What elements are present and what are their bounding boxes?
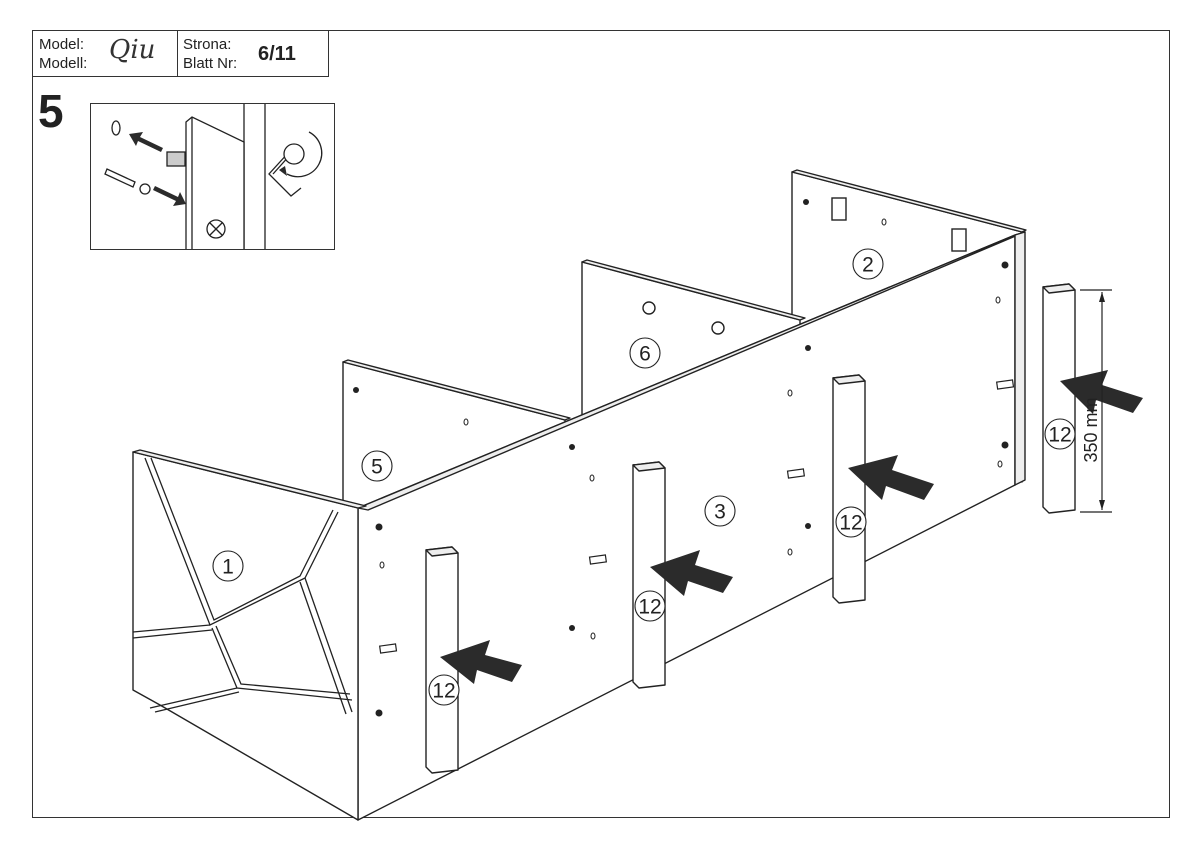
arrow-leg-a	[440, 640, 522, 684]
page-label-de: Blatt Nr:	[183, 55, 238, 72]
panel-1	[132, 451, 359, 821]
inset-drawing	[104, 104, 323, 249]
arrow-leg-b	[650, 550, 733, 596]
part-label-12: 12	[839, 512, 862, 535]
model-label-pl: Model:	[39, 36, 85, 53]
leg-12-c	[832, 374, 866, 604]
page-label-pl: Strona:	[183, 36, 232, 53]
part-label-12: 12	[638, 596, 661, 619]
part-label-5: 5	[371, 456, 383, 479]
header-table: Model: Modell: Qiu Strona: Blatt Nr: 6/1…	[32, 30, 329, 77]
dimension-label: 350 mm	[1081, 397, 1101, 462]
model-label-de: Modell:	[39, 55, 88, 72]
part-label-12: 12	[1048, 424, 1071, 447]
page-cell: Strona: Blatt Nr: 6/11	[178, 31, 328, 76]
part-label-6: 6	[639, 343, 651, 366]
part-label-1: 1	[222, 556, 234, 579]
page-frame	[32, 30, 1170, 818]
part-label-2: 2	[862, 254, 874, 277]
model-logo: Qiu	[109, 35, 156, 65]
page-number: 6/11	[258, 43, 296, 65]
part-label-12: 12	[432, 680, 455, 703]
step-number: 5	[38, 85, 64, 137]
part-label-3: 3	[714, 501, 726, 524]
arrow-leg-c	[848, 455, 934, 500]
model-cell: Model: Modell: Qiu	[33, 31, 178, 76]
leg-12-d	[1042, 283, 1076, 514]
inset-detail	[90, 103, 335, 250]
